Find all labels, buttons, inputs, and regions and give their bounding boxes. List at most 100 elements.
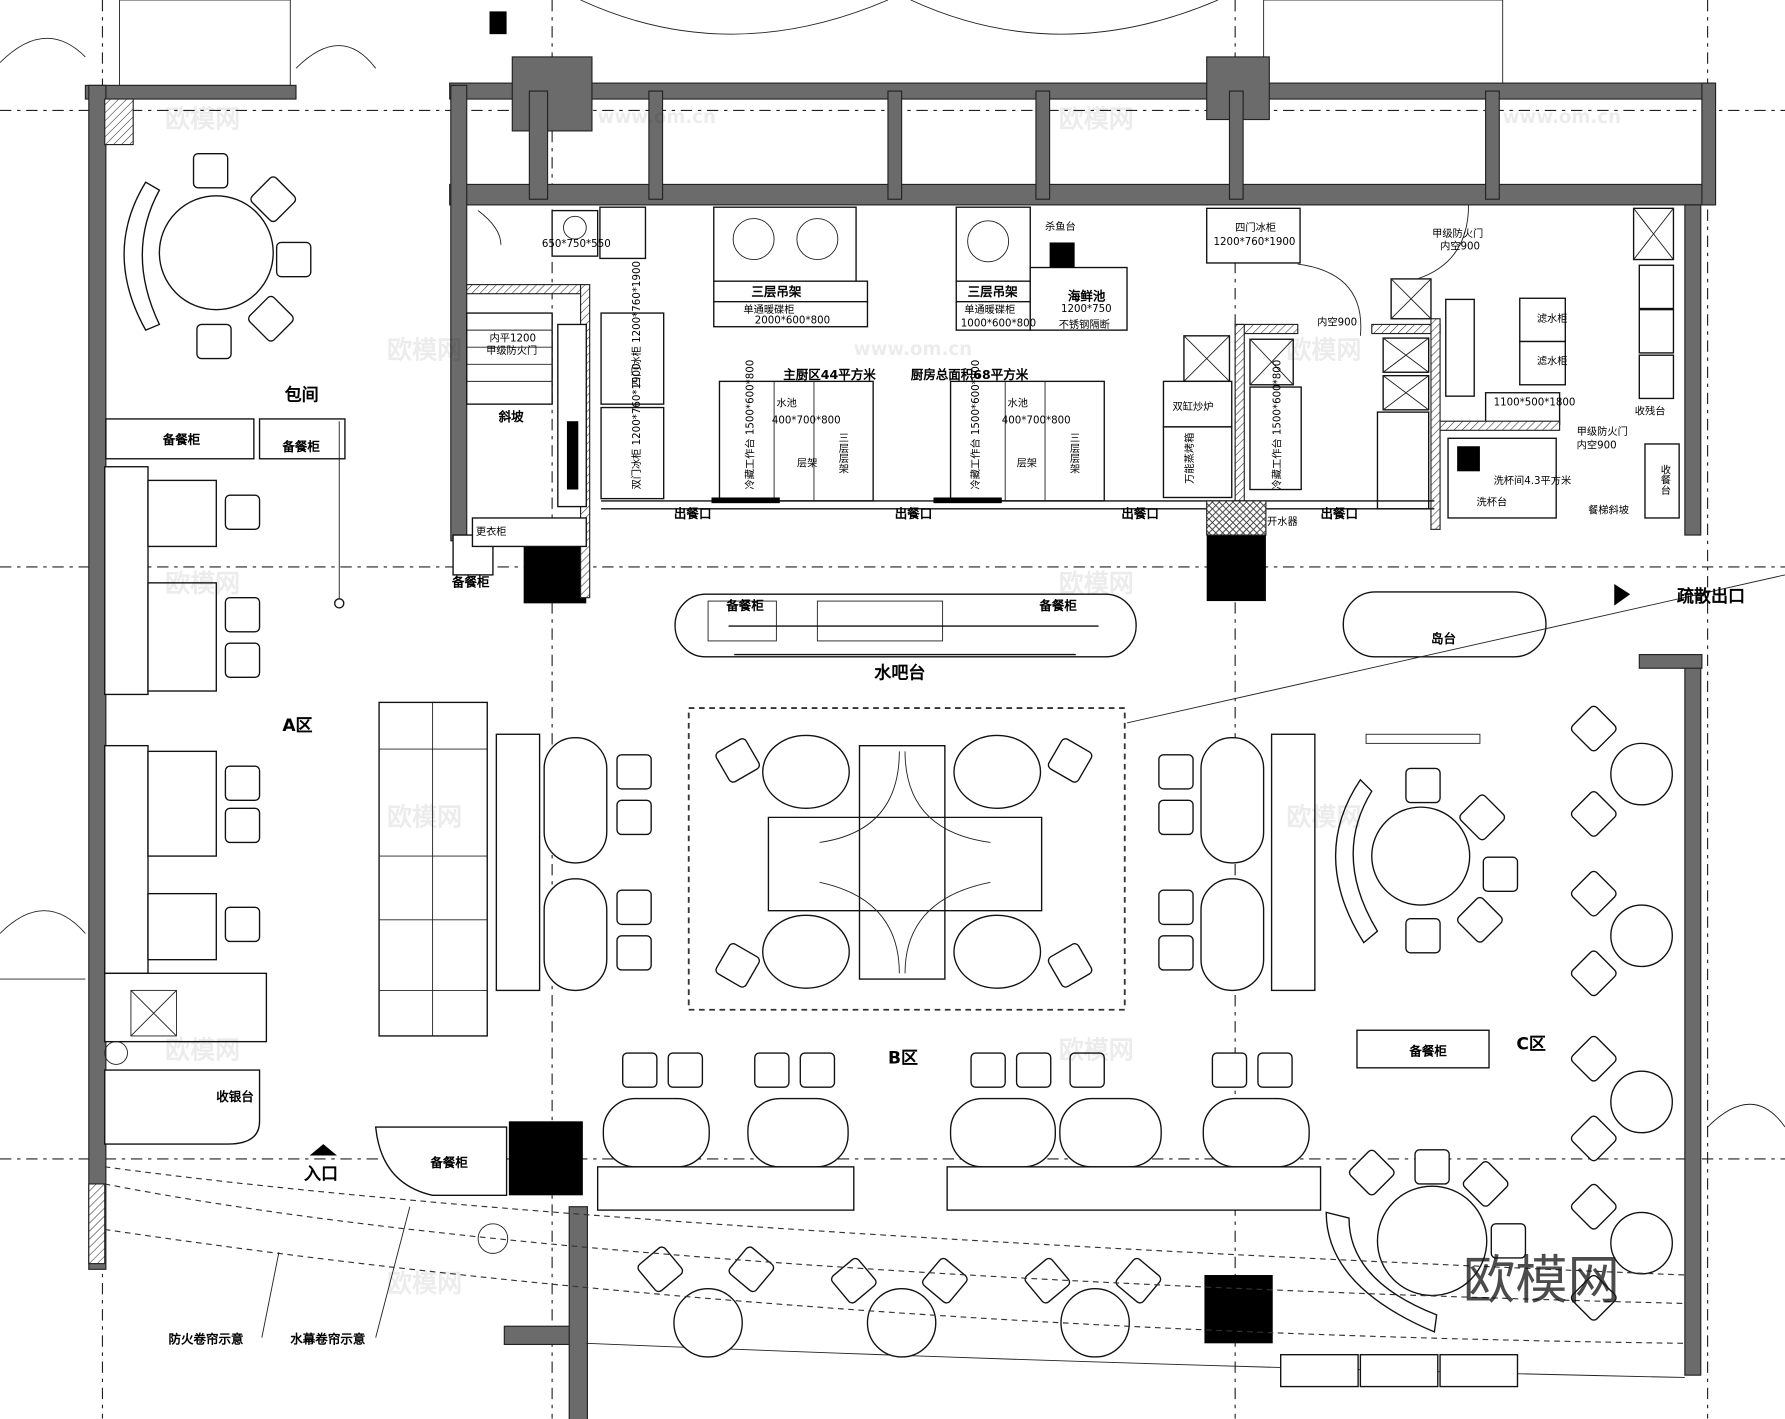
- om-logo: 欧模网: [1463, 1250, 1620, 1311]
- svg-text:1000*600*800: 1000*600*800: [961, 318, 1036, 330]
- svg-text:1100*500*1800: 1100*500*1800: [1494, 396, 1576, 408]
- chair: [1158, 754, 1194, 790]
- watermarks: 欧模网 www.om.cn 欧模网 www.om.cn 欧模网 www.om.c…: [165, 105, 1621, 1311]
- chair: [224, 807, 261, 844]
- svg-text:欧模网: 欧模网: [387, 336, 462, 365]
- label-entrance: 入口: [304, 1164, 338, 1184]
- svg-text:冷藏工作台 1500*600*800: 冷藏工作台 1500*600*800: [969, 360, 982, 490]
- private-room: [105, 181, 346, 609]
- chair: [1015, 1052, 1052, 1088]
- svg-text:www.om.cn: www.om.cn: [1503, 107, 1621, 128]
- svg-text:备餐柜: 备餐柜: [451, 574, 490, 589]
- kitchen: [452, 204, 1680, 599]
- chair: [1158, 889, 1194, 926]
- zone-b-booths: [374, 701, 1322, 1211]
- label-zone-c: C区: [1516, 1035, 1546, 1055]
- svg-text:欧模网: 欧模网: [165, 569, 240, 598]
- chair: [1257, 1052, 1293, 1088]
- chair: [1069, 1052, 1105, 1088]
- svg-text:开水器: 开水器: [1267, 516, 1298, 528]
- exterior-walls: [0, 84, 1785, 1419]
- svg-text:更衣柜: 更衣柜: [476, 525, 507, 538]
- chair: [1047, 738, 1093, 783]
- label-evac-exit: 疏散出口: [1677, 586, 1745, 607]
- svg-text:出餐口: 出餐口: [674, 506, 712, 521]
- svg-text:滤水柜: 滤水柜: [1537, 354, 1568, 367]
- svg-text:三层吊架: 三层吊架: [968, 284, 1019, 299]
- zone-a-booths: [104, 466, 268, 1145]
- label-water-bar: 水吧台: [874, 662, 925, 683]
- chair: [1158, 935, 1194, 971]
- svg-text:冷藏工作台 1500*600*800: 冷藏工作台 1500*600*800: [744, 360, 757, 490]
- label-zone-b: B区: [888, 1048, 918, 1068]
- chair: [1462, 1160, 1509, 1207]
- chair: [1158, 799, 1194, 836]
- label-rack-3: 三层层架: [836, 433, 848, 475]
- svg-text:备餐柜: 备餐柜: [1408, 1043, 1447, 1058]
- chair: [1570, 1115, 1617, 1162]
- chair: [1490, 1223, 1527, 1259]
- chair: [1115, 1257, 1162, 1304]
- svg-text:欧模网: 欧模网: [1286, 802, 1361, 831]
- svg-text:万能蒸烤箱: 万能蒸烤箱: [1183, 433, 1196, 484]
- svg-text:洗杯间4.3平方米: 洗杯间4.3平方米: [1494, 474, 1572, 487]
- chair: [1570, 870, 1617, 917]
- chair: [616, 754, 652, 790]
- chair: [622, 1052, 658, 1088]
- svg-text:1200*750: 1200*750: [1061, 303, 1112, 315]
- svg-text:甲级防火门: 甲级防火门: [486, 344, 537, 357]
- entrance: [104, 1144, 1685, 1344]
- svg-text:1200*760*1900: 1200*760*1900: [1214, 236, 1296, 248]
- svg-text:甲级防火门: 甲级防火门: [1577, 425, 1628, 438]
- svg-text:www.om.cn: www.om.cn: [854, 339, 972, 360]
- svg-text:欧模网: 欧模网: [1286, 336, 1361, 365]
- svg-text:冷藏工作台 1500*600*800: 冷藏工作台 1500*600*800: [1271, 360, 1284, 490]
- svg-text:备餐柜: 备餐柜: [1038, 598, 1077, 613]
- svg-text:水池: 水池: [1007, 396, 1027, 409]
- svg-text:内空900: 内空900: [1317, 316, 1357, 329]
- svg-text:层架: 层架: [797, 458, 817, 470]
- svg-text:欧模网: 欧模网: [387, 1269, 462, 1298]
- svg-text:欧模网: 欧模网: [165, 1036, 240, 1065]
- svg-text:斜坡: 斜坡: [498, 409, 525, 424]
- labels: 包间 A区 B区 C区 水吧台 疏散出口 入口 收银台 岛台 备餐柜 备餐柜 备…: [162, 220, 1745, 1346]
- svg-text:三层吊架: 三层吊架: [751, 284, 802, 299]
- chair: [224, 494, 261, 531]
- svg-text:层架: 层架: [1017, 458, 1037, 470]
- chair: [1570, 1274, 1617, 1321]
- svg-text:收残台: 收残台: [1635, 404, 1666, 417]
- svg-text:双门冰柜 1200*760*1900: 双门冰柜 1200*760*1900: [630, 363, 643, 489]
- svg-text:洗杯台: 洗杯台: [1477, 495, 1508, 508]
- svg-text:欧模网: 欧模网: [1059, 569, 1134, 598]
- svg-text:餐梯斜坡: 餐梯斜坡: [1588, 503, 1629, 516]
- label-island: 岛台: [1431, 631, 1456, 646]
- chair: [1405, 767, 1441, 804]
- label-private-room: 包间: [285, 385, 319, 406]
- label-zone-a: A区: [282, 716, 312, 736]
- svg-text:出餐口: 出餐口: [895, 506, 933, 521]
- chairs: [192, 153, 1617, 1321]
- svg-text:400*700*800: 400*700*800: [1002, 414, 1071, 426]
- svg-text:单通暖碟柜: 单通暖碟柜: [743, 303, 794, 316]
- svg-text:备餐柜: 备餐柜: [162, 432, 201, 447]
- svg-text:www.om.cn: www.om.cn: [598, 107, 716, 128]
- svg-text:欧模网: 欧模网: [387, 802, 462, 831]
- chair: [1047, 943, 1093, 988]
- chair: [224, 906, 261, 943]
- svg-text:海鲜池: 海鲜池: [1068, 289, 1106, 304]
- svg-text:防火卷帘示意: 防火卷帘示意: [168, 1331, 243, 1346]
- chair: [970, 1052, 1006, 1088]
- chair: [1482, 856, 1519, 893]
- zone-c: [477, 733, 1673, 1388]
- chair: [1570, 1183, 1617, 1230]
- chair: [616, 935, 652, 971]
- chair: [192, 153, 229, 189]
- chair: [1348, 1149, 1395, 1196]
- svg-text:欧模网: 欧模网: [1059, 1036, 1134, 1065]
- svg-text:四门冰柜 1200*760*1900: 四门冰柜 1200*760*1900: [630, 261, 643, 387]
- chair: [799, 1052, 836, 1088]
- svg-text:甲级防火门: 甲级防火门: [1432, 227, 1483, 240]
- svg-text:内空900: 内空900: [1440, 239, 1480, 252]
- svg-text:水幕卷帘示意: 水幕卷帘示意: [290, 1331, 365, 1346]
- chair: [1405, 918, 1441, 954]
